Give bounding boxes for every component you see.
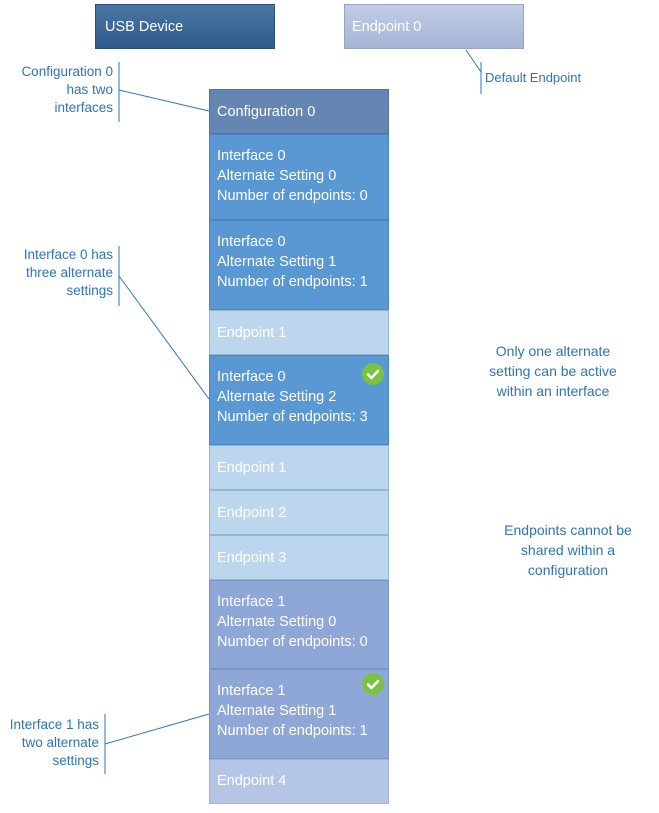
note-line: shared within a (520, 542, 616, 558)
interface0-alt2-box: Interface 0 Alternate Setting 2 Number o… (209, 355, 389, 445)
alternate-setting-label: Alternate Setting 1 (217, 254, 337, 270)
interface1-alternates-note: Interface 1 has two alternate settings (0, 716, 99, 770)
note-line: Configuration 0 (21, 64, 113, 79)
endpoint-label: Endpoint 4 (217, 773, 287, 789)
interface-label: Interface 1 (217, 594, 286, 610)
note-line: Interface 0 has (23, 247, 113, 262)
endpoint-label: Endpoint 1 (217, 460, 287, 476)
default-endpoint-note: Default Endpoint (485, 69, 581, 87)
endpoint-label: Endpoint 2 (217, 505, 287, 521)
configuration-box: Configuration 0 (209, 89, 389, 134)
endpoint-box: Endpoint 1 (209, 310, 389, 355)
interface1-alt0-box: Interface 1 Alternate Setting 0 Number o… (209, 580, 389, 669)
check-circle-icon (362, 363, 384, 385)
config-interfaces-note: Configuration 0 has two interfaces (0, 63, 113, 117)
endpoint-box: Endpoint 4 (209, 759, 389, 804)
note-line: configuration (527, 562, 609, 578)
endpoint-count-label: Number of endpoints: 0 (217, 634, 368, 650)
endpoint-box: Endpoint 3 (209, 535, 389, 580)
alternate-setting-label: Alternate Setting 0 (217, 614, 337, 630)
note-line: three alternate (25, 265, 113, 280)
note-line: two alternate (21, 735, 99, 750)
endpoint-count-label: Number of endpoints: 1 (217, 274, 368, 290)
default-endpoint-label: Default Endpoint (485, 70, 582, 85)
endpoint0-box: Endpoint 0 (344, 4, 524, 49)
configuration-label: Configuration 0 (217, 104, 316, 120)
alternate-setting-label: Alternate Setting 1 (217, 703, 337, 719)
alternate-setting-label: Alternate Setting 2 (217, 389, 337, 405)
config-note-line (118, 89, 210, 112)
endpoint-box: Endpoint 2 (209, 490, 389, 535)
note-line: setting can be active (489, 363, 617, 379)
note-line: settings (66, 283, 113, 298)
interface-label: Interface 0 (217, 148, 286, 164)
interface-label: Interface 0 (217, 369, 286, 385)
note-line: Only one alternate (495, 343, 611, 359)
interface0-alt0-box: Interface 0 Alternate Setting 0 Number o… (209, 134, 389, 220)
endpoint-label: Endpoint 3 (217, 550, 287, 566)
alternate-setting-label: Alternate Setting 0 (217, 168, 337, 184)
endpoint-box: Endpoint 1 (209, 445, 389, 490)
endpoint-count-label: Number of endpoints: 3 (217, 409, 368, 425)
interface1-alt1-box: Interface 1 Alternate Setting 1 Number o… (209, 669, 389, 759)
endpoint-count-label: Number of endpoints: 0 (217, 188, 368, 204)
note-line: settings (52, 753, 99, 768)
check-circle-icon (362, 673, 384, 695)
endpoint-count-label: Number of endpoints: 1 (217, 723, 368, 739)
interface-label: Interface 0 (217, 234, 286, 250)
note-line: within an interface (496, 383, 610, 399)
if0-note-line (118, 275, 210, 400)
endpoint0-label: Endpoint 0 (352, 19, 422, 35)
note-line: has two (66, 82, 113, 97)
note-line: Interface 1 has (9, 717, 99, 732)
note-line: interfaces (54, 100, 113, 115)
if1-note-line (104, 713, 210, 745)
interface0-alt1-box: Interface 0 Alternate Setting 1 Number o… (209, 220, 389, 310)
endpoint0-callout-line (465, 49, 482, 73)
one-alternate-active-note: Only one alternate setting can be active… (467, 341, 639, 401)
endpoints-not-shared-note: Endpoints cannot be shared within a conf… (482, 520, 654, 580)
usb-device-box: USB Device (95, 4, 275, 49)
interface-label: Interface 1 (217, 683, 286, 699)
endpoint-label: Endpoint 1 (217, 325, 287, 341)
interface0-alternates-note: Interface 0 has three alternate settings (0, 246, 113, 300)
note-line: Endpoints cannot be (504, 522, 632, 538)
usb-device-label: USB Device (105, 19, 184, 35)
